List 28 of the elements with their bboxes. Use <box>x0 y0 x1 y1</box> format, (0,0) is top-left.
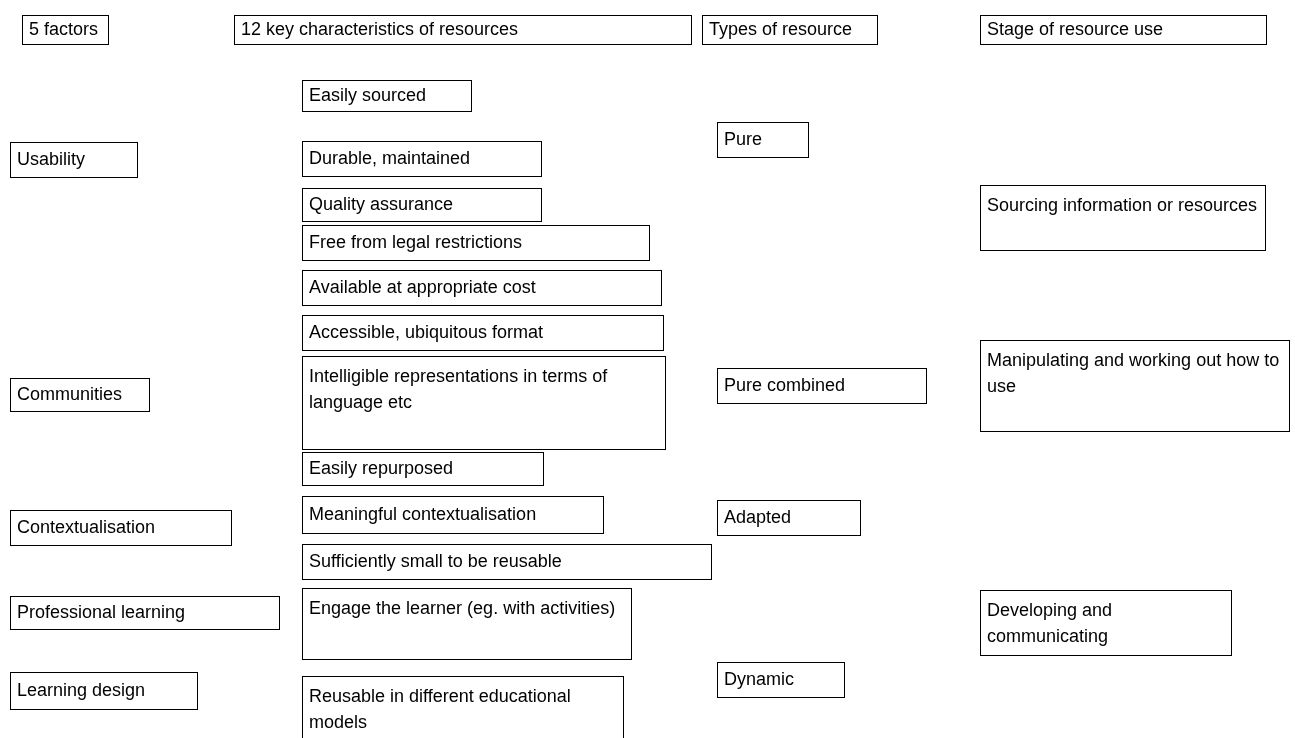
characteristic-box: Easily sourced <box>302 80 472 112</box>
characteristic-box: Available at appropriate cost <box>302 270 662 306</box>
resource-type-box: Dynamic <box>717 662 845 698</box>
resource-type-box: Pure combined <box>717 368 927 404</box>
factor-box: Communities <box>10 378 150 412</box>
resource-type-box: Pure <box>717 122 809 158</box>
characteristic-box: Reusable in different educational models <box>302 676 624 738</box>
column-heading: 5 factors <box>22 15 109 45</box>
characteristic-box: Free from legal restrictions <box>302 225 650 261</box>
stage-box: Sourcing information or resources <box>980 185 1266 251</box>
characteristic-box: Intelligible representations in terms of language etc <box>302 356 666 450</box>
characteristic-box: Quality assurance <box>302 188 542 222</box>
characteristic-box: Engage the learner (eg. with activities) <box>302 588 632 660</box>
characteristic-box: Accessible, ubiquitous format <box>302 315 664 351</box>
factor-box: Usability <box>10 142 138 178</box>
column-heading: 12 key characteristics of resources <box>234 15 692 45</box>
stage-box: Manipulating and working out how to use <box>980 340 1290 432</box>
stage-box: Developing and communicating <box>980 590 1232 656</box>
column-heading: Types of resource <box>702 15 878 45</box>
characteristic-box: Sufficiently small to be reusable <box>302 544 712 580</box>
factor-box: Contextualisation <box>10 510 232 546</box>
factor-box: Learning design <box>10 672 198 710</box>
resource-type-box: Adapted <box>717 500 861 536</box>
characteristic-box: Easily repurposed <box>302 452 544 486</box>
factor-box: Professional learning <box>10 596 280 630</box>
characteristic-box: Durable, maintained <box>302 141 542 177</box>
characteristic-box: Meaningful contextualisation <box>302 496 604 534</box>
column-heading: Stage of resource use <box>980 15 1267 45</box>
